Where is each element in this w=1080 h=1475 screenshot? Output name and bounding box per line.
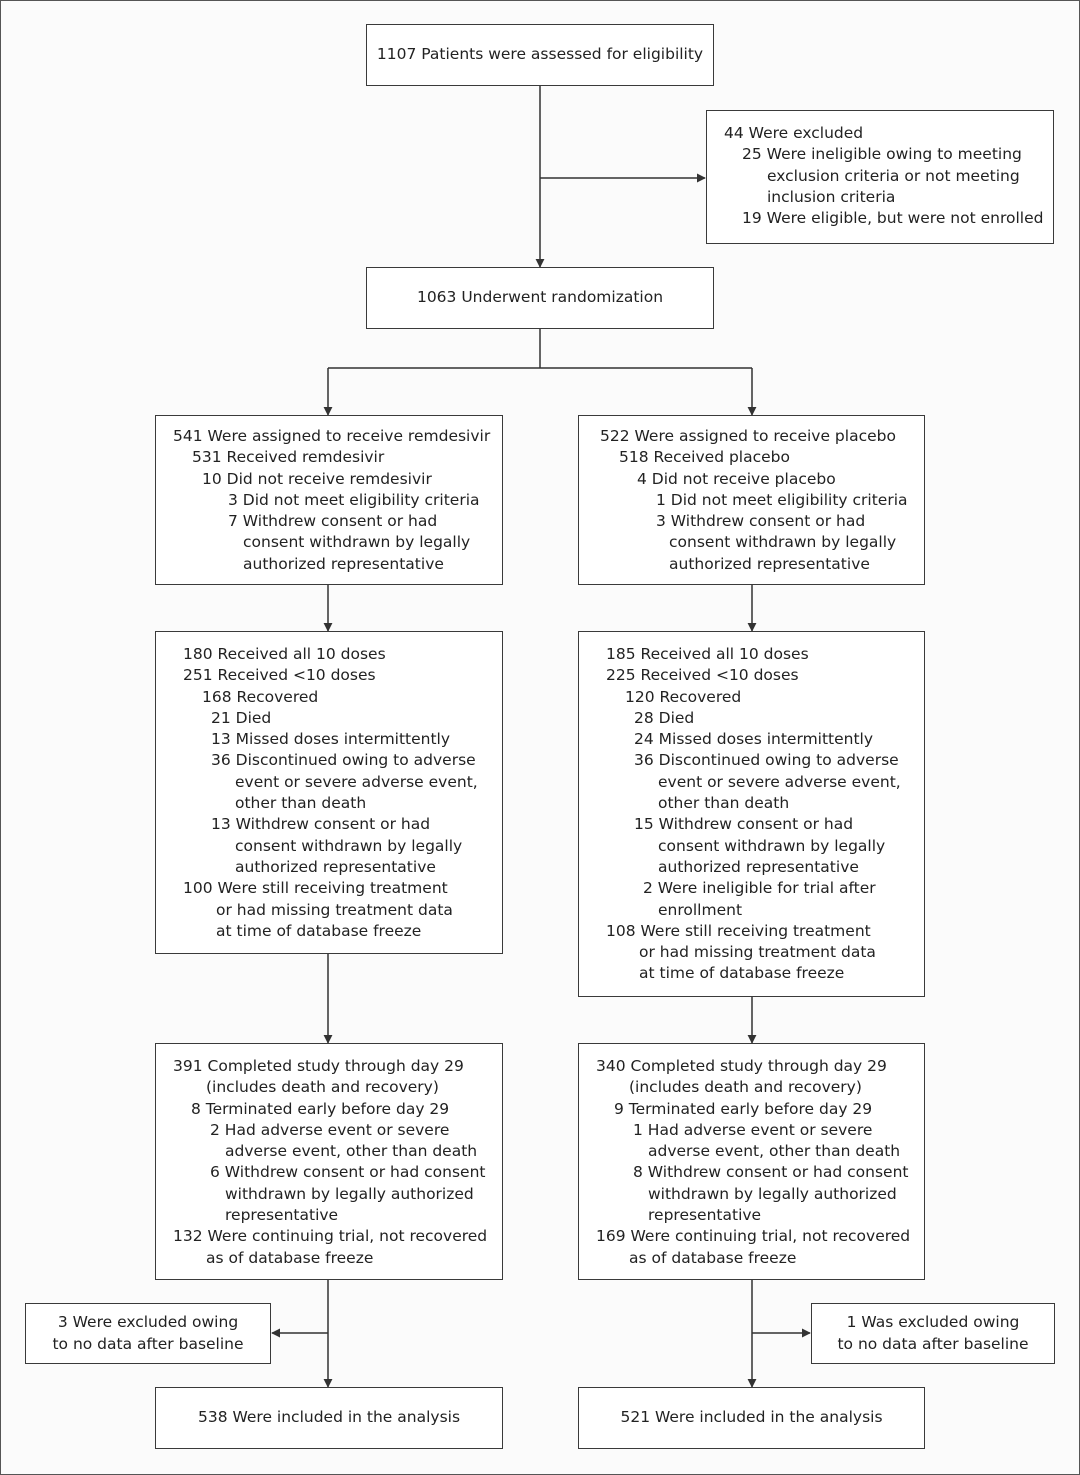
doses-line: 15 Withdrew consent or had — [634, 815, 854, 834]
doses-line: 185 Received all 10 doses — [606, 645, 809, 663]
assigned-line: authorized representative — [243, 554, 444, 573]
excluded-line: inclusion criteria — [767, 187, 896, 206]
completed-line: 2 Had adverse event or severe — [210, 1120, 450, 1139]
assigned-line: 518 Received placebo — [619, 448, 790, 467]
doses-line: event or severe adverse event, — [235, 772, 478, 791]
completed-line: 169 Were continuing trial, not recovered — [596, 1227, 911, 1246]
randomization-label: 1063 Underwent randomization — [416, 288, 664, 307]
remdesivir-analysis-box: 538 Were included in the analysis — [155, 1387, 503, 1449]
doses-line: 225 Received <10 doses — [606, 666, 799, 685]
excluded-baseline-line: to no data after baseline — [52, 1334, 244, 1353]
doses-line: 2 Were ineligible for trial after — [643, 879, 876, 898]
doses-line: 120 Recovered — [625, 687, 742, 706]
excluded-line: 19 Were eligible, but were not enrolled — [742, 209, 1044, 228]
assigned-line: consent withdrawn by legally — [669, 533, 897, 552]
placebo-excluded-box: 1 Was excluded owing to no data after ba… — [811, 1303, 1055, 1364]
doses-line: 13 Withdrew consent or had — [211, 815, 431, 834]
analysis-label: 521 Were included in the analysis — [620, 1408, 883, 1427]
excluded-line: 44 Were excluded — [724, 124, 864, 142]
remdesivir-excluded-box: 3 Were excluded owing to no data after b… — [25, 1303, 271, 1364]
doses-line: enrollment — [658, 900, 743, 919]
assigned-line: 522 Were assigned to receive placebo — [600, 427, 896, 445]
doses-line: 108 Were still receiving treatment — [606, 921, 871, 940]
doses-line: other than death — [235, 794, 367, 813]
completed-line: withdrawn by legally authorized — [648, 1184, 897, 1203]
completed-line: adverse event, other than death — [648, 1142, 901, 1161]
doses-line: 251 Received <10 doses — [183, 666, 376, 685]
completed-line: (includes death and recovery) — [206, 1078, 439, 1097]
remdesivir-assigned-box: 541 Were assigned to receive remdesivir … — [155, 415, 503, 585]
assigned-line: 541 Were assigned to receive remdesivir — [173, 427, 491, 445]
assigned-line: consent withdrawn by legally — [243, 533, 471, 552]
assigned-line: 3 Did not meet eligibility criteria — [228, 490, 480, 509]
doses-line: 168 Recovered — [202, 687, 319, 706]
excluded-baseline-line: 1 Was excluded owing — [846, 1313, 1020, 1332]
randomization-box: 1063 Underwent randomization — [366, 267, 714, 329]
assigned-line: 4 Did not receive placebo — [637, 469, 836, 488]
assigned-line: 10 Did not receive remdesivir — [202, 469, 432, 488]
assessed-box: 1107 Patients were assessed for eligibil… — [366, 24, 714, 86]
doses-line: or had missing treatment data — [639, 943, 876, 962]
doses-line: 13 Missed doses intermittently — [211, 730, 451, 749]
excluded-box: 44 Were excluded 25 Were ineligible owin… — [706, 110, 1054, 244]
placebo-assigned-box: 522 Were assigned to receive placebo 518… — [578, 415, 925, 585]
doses-line: 36 Discontinued owing to adverse — [634, 751, 899, 770]
placebo-doses-box: 185 Received all 10 doses 225 Received <… — [578, 631, 925, 997]
excluded-baseline-line: 3 Were excluded owing — [57, 1313, 239, 1332]
completed-line: withdrawn by legally authorized — [225, 1184, 474, 1203]
assessed-label: 1107 Patients were assessed for eligibil… — [376, 45, 704, 64]
completed-line: 340 Completed study through day 29 — [596, 1057, 887, 1075]
doses-line: authorized representative — [235, 857, 436, 876]
doses-line: at time of database freeze — [216, 921, 422, 940]
completed-line: 1 Had adverse event or severe — [633, 1120, 873, 1139]
assigned-line: 3 Withdrew consent or had — [656, 512, 866, 531]
completed-line: (includes death and recovery) — [629, 1078, 862, 1097]
completed-line: 132 Were continuing trial, not recovered — [173, 1227, 488, 1246]
doses-line: event or severe adverse event, — [658, 772, 901, 791]
completed-line: 391 Completed study through day 29 — [173, 1057, 464, 1075]
doses-line: or had missing treatment data — [216, 900, 453, 919]
doses-line: consent withdrawn by legally — [235, 836, 463, 855]
doses-line: 36 Discontinued owing to adverse — [211, 751, 476, 770]
placebo-analysis-box: 521 Were included in the analysis — [578, 1387, 925, 1449]
excluded-line: exclusion criteria or not meeting — [767, 166, 1020, 185]
doses-line: consent withdrawn by legally — [658, 836, 886, 855]
remdesivir-doses-box: 180 Received all 10 doses 251 Received <… — [155, 631, 503, 954]
assigned-line: authorized representative — [669, 554, 870, 573]
assigned-line: 7 Withdrew consent or had — [228, 512, 438, 531]
completed-line: 6 Withdrew consent or had consent — [210, 1163, 486, 1182]
doses-line: 100 Were still receiving treatment — [183, 879, 448, 898]
completed-line: adverse event, other than death — [225, 1142, 478, 1161]
assigned-line: 531 Received remdesivir — [192, 448, 385, 467]
excluded-line: 25 Were ineligible owing to meeting — [742, 145, 1022, 164]
completed-line: 8 Terminated early before day 29 — [191, 1099, 450, 1118]
analysis-label: 538 Were included in the analysis — [197, 1408, 461, 1427]
assigned-line: 1 Did not meet eligibility criteria — [656, 490, 908, 509]
doses-line: 21 Died — [211, 708, 272, 727]
excluded-baseline-line: to no data after baseline — [837, 1334, 1029, 1353]
completed-line: 8 Withdrew consent or had consent — [633, 1163, 909, 1182]
completed-line: representative — [648, 1206, 762, 1225]
completed-line: 9 Terminated early before day 29 — [614, 1099, 873, 1118]
completed-line: as of database freeze — [629, 1248, 797, 1267]
completed-line: representative — [225, 1206, 339, 1225]
doses-line: at time of database freeze — [639, 964, 845, 983]
doses-line: 180 Received all 10 doses — [183, 645, 386, 663]
remdesivir-completed-box: 391 Completed study through day 29 (incl… — [155, 1043, 503, 1280]
doses-line: 24 Missed doses intermittently — [634, 730, 874, 749]
doses-line: authorized representative — [658, 857, 859, 876]
completed-line: as of database freeze — [206, 1248, 374, 1267]
doses-line: other than death — [658, 794, 790, 813]
doses-line: 28 Died — [634, 708, 695, 727]
placebo-completed-box: 340 Completed study through day 29 (incl… — [578, 1043, 925, 1280]
